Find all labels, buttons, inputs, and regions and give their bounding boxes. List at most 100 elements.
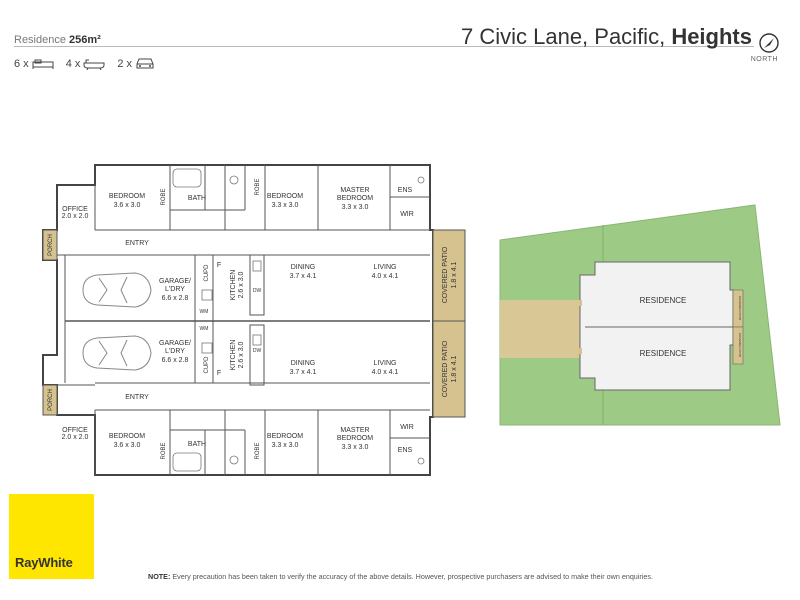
compass-icon: [759, 33, 779, 53]
garage-dim-bottom: 6.6 x 2.8: [162, 357, 189, 364]
kitchen-top: KITCHEN: [230, 270, 237, 301]
bedroom-left-dim-top: 3.6 x 3.0: [114, 202, 141, 209]
driveway: [500, 300, 585, 358]
cupd-top: CUPD: [204, 264, 210, 282]
office-dim-top: 2.0 x 2.0: [62, 213, 89, 220]
bath-count: 4 x: [65, 57, 81, 70]
kitchen-dim-bottom: 2.6 x 3.0: [238, 341, 245, 368]
bed-count: 6 x: [14, 57, 29, 70]
address-main: 7 Civic Lane, Pacific,: [460, 24, 666, 49]
living-dim-bottom: 4.0 x 4.1: [372, 369, 399, 376]
features-row: 6 x 4 x 2 x: [14, 57, 161, 70]
floorplan-outline: [42, 164, 434, 476]
residence-label: Residence: [14, 34, 66, 46]
porch-top: [42, 229, 58, 261]
patio-bottom-label: COVERED PATIO: [442, 340, 449, 397]
bedroom-mid-dim-bottom: 3.3 x 3.0: [272, 442, 299, 449]
dw-bottom: DW: [253, 348, 262, 354]
site-residence-bottom: RESIDENCE: [640, 349, 687, 358]
porch-bottom-label: PORCH: [48, 389, 54, 411]
bedroom-mid-top: BEDROOM: [267, 193, 303, 200]
patio-top-dim: 1.8 x 4.1: [451, 261, 458, 288]
residence-area: 256m²: [69, 34, 101, 46]
living-top: LIVING: [374, 264, 397, 271]
wir-top: WIR: [400, 211, 414, 218]
bath-feature: 4 x: [66, 58, 106, 70]
garage-bottom: GARAGE/: [159, 340, 191, 347]
bed-feature: 6 x: [14, 58, 54, 70]
note-text: Every precaution has been taken to verif…: [172, 572, 653, 581]
residence-size: Residence 256m²: [14, 34, 101, 46]
ens-bottom: ENS: [398, 447, 413, 454]
car-count: 2 x: [117, 57, 133, 70]
cupd-bottom: CUPD: [204, 356, 210, 374]
raywhite-logo: RayWhite: [9, 494, 94, 579]
dining-dim-top: 3.7 x 4.1: [290, 273, 317, 280]
dw-top: DW: [253, 288, 262, 294]
porch-bottom: [42, 384, 58, 416]
living-bottom: LIVING: [374, 360, 397, 367]
bedroom-left-top: BEDROOM: [109, 193, 145, 200]
wm-top: WM: [200, 309, 209, 315]
site-patio-bottom: [732, 326, 744, 365]
site-patio-label-bottom: COVERED PATIO: [738, 333, 742, 358]
bath-icon: [83, 59, 105, 70]
master-dim-bottom: 3.3 x 3.0: [342, 444, 369, 451]
wm-bottom: WM: [200, 326, 209, 332]
master-top: MASTER: [340, 187, 369, 194]
patio-top: [432, 229, 466, 322]
patio-bottom: [432, 320, 466, 418]
robe-bottom-left: ROBE: [161, 442, 167, 459]
bedroom-mid-bottom: BEDROOM: [267, 433, 303, 440]
garage-dim-top: 6.6 x 2.8: [162, 295, 189, 302]
floor-plan: OFFICE 2.0 x 2.0 OFFICE 2.0 x 2.0 BEDROO…: [42, 164, 466, 476]
car-feature: 2 x: [117, 57, 155, 70]
wir-bottom: WIR: [400, 424, 414, 431]
dining-dim-bottom: 3.7 x 4.1: [290, 369, 317, 376]
master-dim-top: 3.3 x 3.0: [342, 204, 369, 211]
laundry-top: L'DRY: [165, 286, 185, 293]
note-label: NOTE:: [148, 572, 171, 581]
entry-bottom: ENTRY: [125, 394, 149, 401]
robe-bottom-mid: ROBE: [255, 442, 261, 459]
address-title: 7 Civic Lane, Pacific, Heights: [461, 24, 752, 50]
office-dim-bottom: 2.0 x 2.0: [62, 434, 89, 441]
residence-block: [579, 261, 734, 391]
dining-bottom: DINING: [291, 360, 316, 367]
porch-top-label: PORCH: [48, 234, 54, 256]
garage-top: GARAGE/: [159, 278, 191, 285]
header-rule: [14, 46, 754, 47]
site-residence-top: RESIDENCE: [640, 296, 687, 305]
robe-top-mid: ROBE: [255, 178, 261, 195]
bath-top: BATH: [188, 195, 206, 202]
north-label: NORTH: [750, 56, 778, 63]
bedroom-left-bottom: BEDROOM: [109, 433, 145, 440]
patio-bottom-dim: 1.8 x 4.1: [451, 355, 458, 382]
kitchen-bottom: KITCHEN: [230, 340, 237, 371]
kitchen-dim-top: 2.6 x 3.0: [238, 271, 245, 298]
master-bedroom-top: BEDROOM: [337, 195, 373, 202]
master-bottom: MASTER: [340, 427, 369, 434]
car-top: [82, 272, 152, 308]
bedroom-mid-dim-top: 3.3 x 3.0: [272, 202, 299, 209]
living-dim-top: 4.0 x 4.1: [372, 273, 399, 280]
site-patio-label-top: COVERED PATIO: [738, 296, 742, 321]
f-top: F: [217, 262, 221, 269]
office-label-top: OFFICE: [62, 206, 88, 213]
address-bold: Heights: [671, 24, 752, 49]
entry-top: ENTRY: [125, 240, 149, 247]
laundry-bottom: L'DRY: [165, 348, 185, 355]
bedroom-left-dim-bottom: 3.6 x 3.0: [114, 442, 141, 449]
car-icon: [136, 58, 154, 69]
bed-icon: [32, 59, 54, 69]
f-bottom: F: [217, 370, 221, 377]
ens-top: ENS: [398, 187, 413, 194]
disclaimer-note: NOTE: Every precaution has been taken to…: [148, 572, 653, 581]
master-bedroom-bottom: BEDROOM: [337, 435, 373, 442]
logo-text: RayWhite: [15, 555, 73, 570]
dining-top: DINING: [291, 264, 316, 271]
bath-bottom: BATH: [188, 441, 206, 448]
office-label-bottom: OFFICE: [62, 427, 88, 434]
site-plan: RESIDENCE RESIDENCE COVERED PATIO COVERE…: [499, 204, 781, 426]
robe-top-left: ROBE: [161, 188, 167, 205]
